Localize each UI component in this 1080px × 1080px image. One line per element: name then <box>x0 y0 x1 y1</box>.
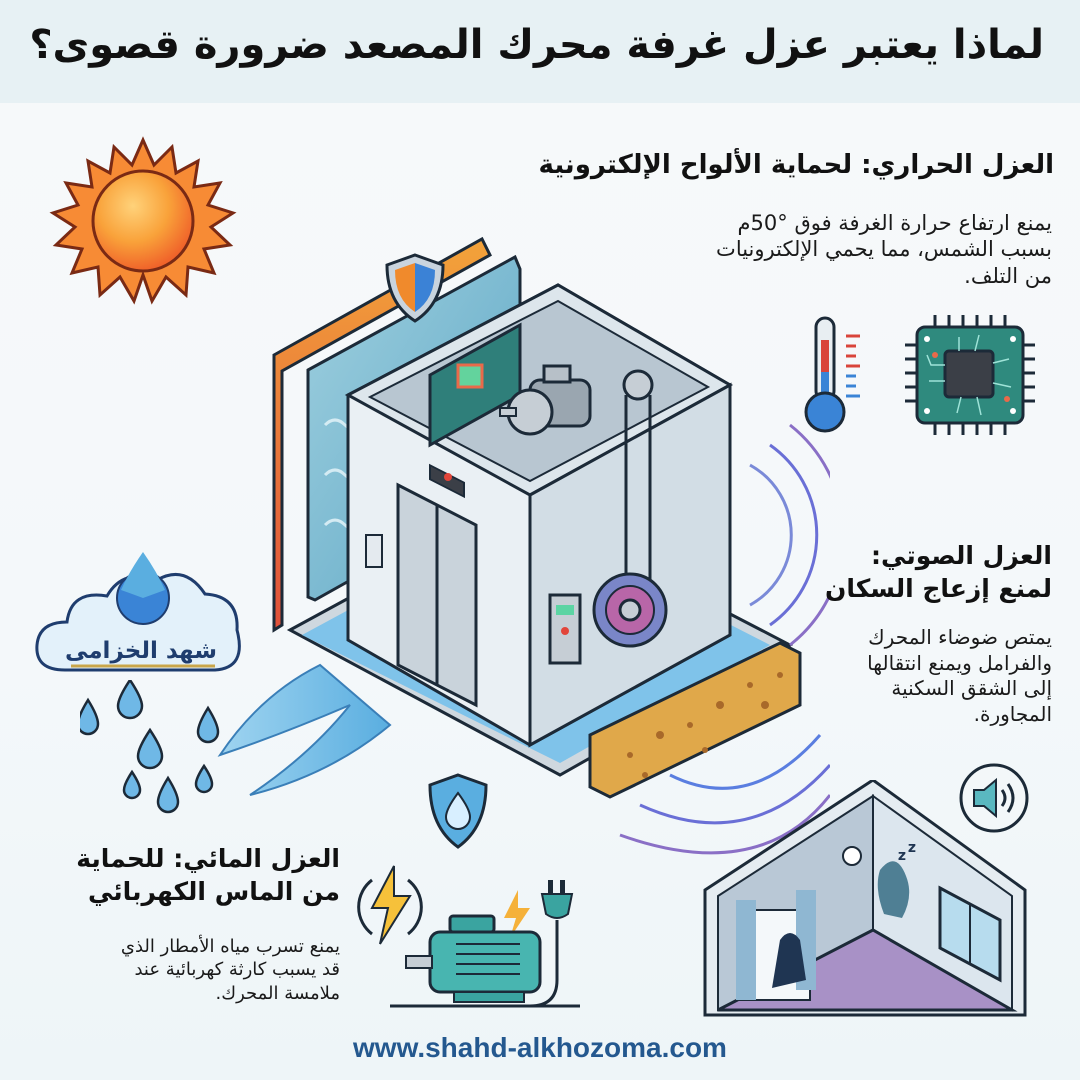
thermal-body-line: من التلف. <box>964 263 1052 288</box>
sun-icon <box>49 136 237 305</box>
website-url[interactable]: www.shahd-alkhozoma.com <box>353 1032 727 1063</box>
waterproofing-title: العزل المائي: للحماية من الماس الكهربائي <box>40 843 340 908</box>
thermal-insulation-description: يمنع ارتفاع حرارة الغرفة فوق °50م بسبب ا… <box>592 210 1052 289</box>
lightning-icon <box>357 865 423 945</box>
sleeping-resident-room-illustration: z z <box>703 780 1027 1017</box>
acoustic-body-line: المجاورة. <box>973 701 1052 726</box>
water-body-line: ملامسة المحرك. <box>215 982 340 1004</box>
brand-logo-cloud-icon <box>35 552 241 672</box>
acoustic-body-line: والفرامل ويمنع انتقالها <box>867 650 1052 675</box>
water-title-line: العزل المائي: للحماية <box>76 844 340 873</box>
plug-icon <box>529 880 574 1008</box>
elevator-machine-room-illustration <box>217 236 830 855</box>
thermal-body-line: يمنع ارتفاع حرارة الغرفة فوق °50م <box>737 211 1052 235</box>
acoustic-body-line: يمتص ضوضاء المحرك <box>868 625 1052 649</box>
waterproofing-description: يمنع تسرب مياه الأمطار الذي قد يسبب كارث… <box>40 935 340 1005</box>
svg-text:z: z <box>908 840 916 856</box>
water-body-line: يمنع تسرب مياه الأمطار الذي <box>120 936 340 957</box>
svg-text:z: z <box>898 848 906 864</box>
page-title: لماذا يعتبر عزل غرفة محرك المصعد ضرورة ق… <box>29 22 1044 68</box>
acoustic-insulation-title: العزل الصوتي: لمنع إزعاج السكان <box>772 540 1052 605</box>
rain-drops-icon <box>80 680 220 814</box>
acoustic-body-line: إلى الشقق السكنية <box>891 676 1052 701</box>
water-title-line: من الماس الكهربائي <box>88 876 340 906</box>
acoustic-title-line: لمنع إزعاج السكان <box>825 573 1052 603</box>
brand-logo-text: شهد الخزامى <box>65 638 217 664</box>
water-body-line: قد يسبب كارثة كهربائية عند <box>134 959 340 981</box>
thermal-body-line: بسبب الشمس، مما يحمي الإلكترونيات <box>716 237 1052 262</box>
electric-motor-icon <box>390 914 580 1008</box>
thermometer-icon <box>804 316 860 433</box>
electric-motor-hazard-icon <box>357 865 580 1008</box>
header-band <box>0 0 1080 103</box>
acoustic-insulation-description: يمتص ضوضاء المحرك والفرامل ويمنع انتقاله… <box>772 625 1052 727</box>
circuit-chip-icon <box>905 315 1035 435</box>
thermal-insulation-title: العزل الحراري: لحماية الألواح الإلكتروني… <box>538 150 1054 180</box>
speaker-icon <box>959 763 1029 833</box>
acoustic-title-line: العزل الصوتي: <box>871 541 1052 570</box>
